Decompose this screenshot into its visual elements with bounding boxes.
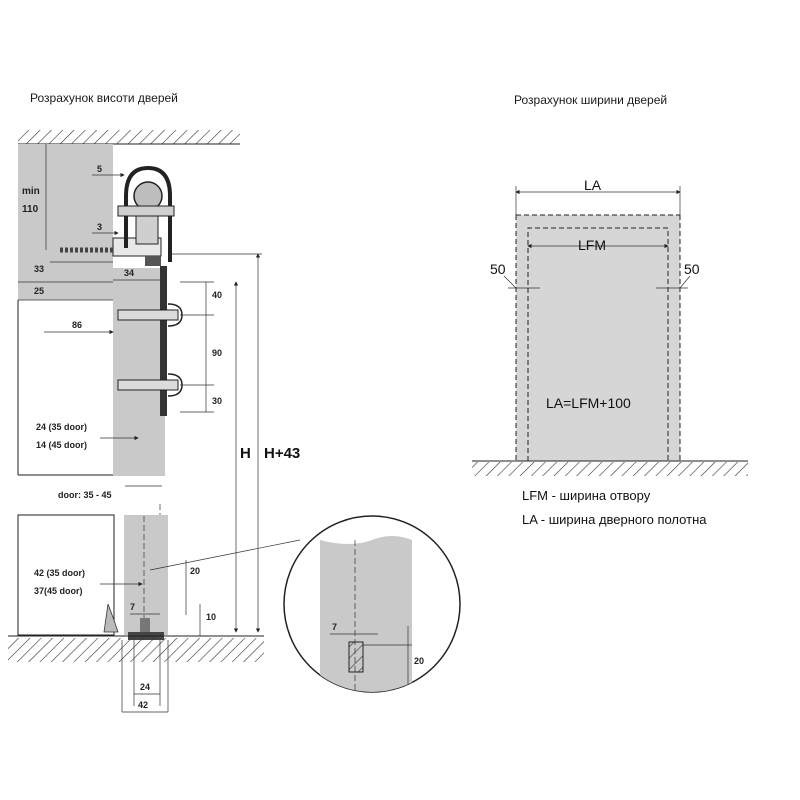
svg-text:24 (35 door): 24 (35 door): [36, 422, 87, 432]
svg-text:Розрахунок ширини дверей: Розрахунок ширини дверей: [514, 93, 667, 107]
detail-magnifier: 7 20: [283, 515, 461, 693]
svg-text:110: 110: [22, 204, 39, 215]
width-diagram: Розрахунок ширини дверей LA LFM 50 50 LA…: [472, 93, 748, 476]
roller-bolt: [117, 205, 175, 217]
door-panel: [516, 215, 680, 461]
svg-text:33: 33: [34, 264, 44, 274]
svg-text:90: 90: [212, 348, 222, 358]
mount-bolt-upper: [117, 309, 179, 321]
opening-outline: [527, 227, 669, 461]
svg-text:5: 5: [97, 164, 102, 174]
svg-text:40: 40: [212, 290, 222, 300]
svg-text:LFM: LFM: [578, 237, 606, 253]
svg-text:34: 34: [124, 268, 134, 278]
mount-bolt-lower: [117, 379, 179, 391]
svg-text:42 (35 door): 42 (35 door): [34, 568, 85, 578]
height-diagram-title: Розрахунок висоти дверей: [30, 91, 178, 105]
legend: LFM - ширина отвору LA - ширина дверного…: [522, 488, 707, 527]
svg-text:LA: LA: [584, 177, 602, 193]
hanger-strap: [124, 165, 172, 262]
legend-item-lfm: LFM - ширина отвору: [522, 488, 651, 503]
door-leaf-lower: [124, 515, 168, 635]
svg-text:50: 50: [490, 261, 506, 277]
svg-text:LA=LFM+100: LA=LFM+100: [546, 395, 631, 411]
svg-text:50: 50: [684, 261, 700, 277]
svg-text:7: 7: [130, 602, 135, 612]
svg-text:37(45 door): 37(45 door): [34, 586, 83, 596]
svg-text:24: 24: [140, 682, 150, 692]
legend-item-la: LA - ширина дверного полотна: [522, 512, 707, 527]
svg-text:min: min: [22, 186, 40, 197]
svg-text:H+43: H+43: [264, 445, 300, 462]
svg-text:86: 86: [72, 320, 82, 330]
svg-text:25: 25: [34, 286, 44, 296]
door-leaf-upper: [113, 268, 165, 476]
svg-text:20: 20: [414, 656, 424, 666]
width-floor-hatch: [472, 462, 748, 476]
height-diagram: Розрахунок висоти дверей min 110 5: [8, 91, 461, 713]
svg-text:3: 3: [97, 222, 102, 232]
floor-hatch: [8, 638, 264, 662]
svg-text:10: 10: [206, 612, 216, 622]
svg-text:14 (45 door): 14 (45 door): [36, 440, 87, 450]
wall-beam: [18, 144, 113, 300]
zoom-leader: [149, 539, 301, 571]
door-edge: [160, 266, 167, 416]
ceiling-hatch: [18, 130, 240, 144]
svg-text:42: 42: [138, 700, 148, 710]
svg-text:door: 35 - 45: door: 35 - 45: [58, 490, 112, 500]
svg-text:30: 30: [212, 396, 222, 406]
svg-text:H: H: [240, 445, 251, 462]
svg-text:7: 7: [332, 622, 337, 632]
svg-text:20: 20: [190, 566, 200, 576]
